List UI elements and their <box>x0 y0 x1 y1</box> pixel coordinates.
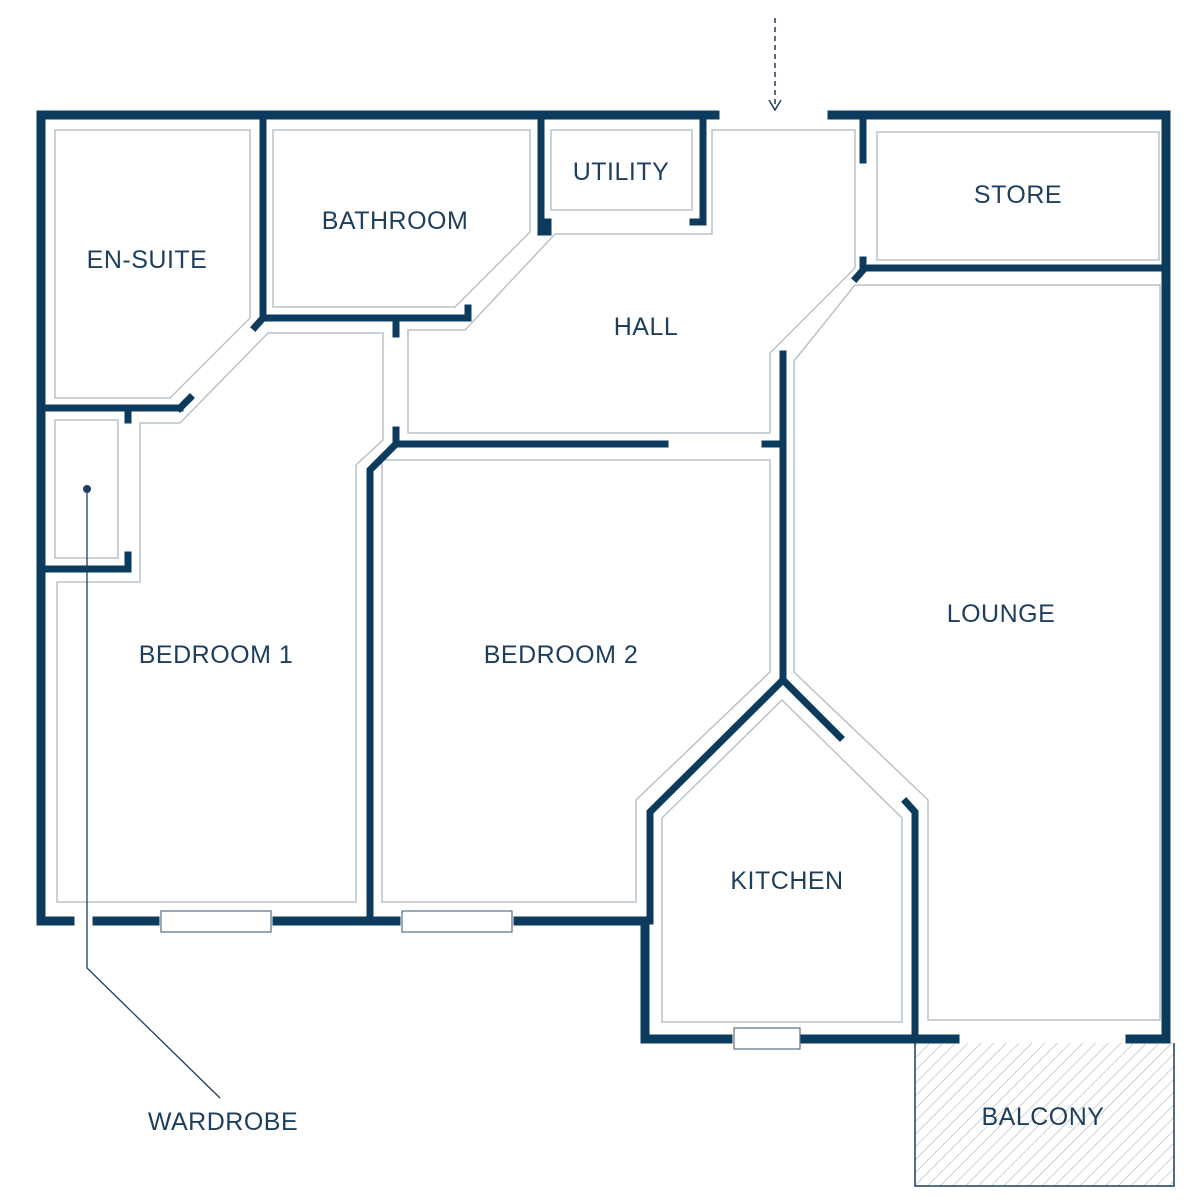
wardrobe-leader-line <box>83 485 221 1099</box>
window-bedroom-1 <box>160 910 272 933</box>
windows <box>160 910 801 1050</box>
label-lounge: LOUNGE <box>947 600 1056 628</box>
room-inner-outlines <box>54 129 1161 1023</box>
walls <box>36 110 1171 1044</box>
room-labels: EN-SUITE BATHROOM UTILITY STORE HALL BED… <box>87 158 1105 1136</box>
label-store: STORE <box>974 181 1062 209</box>
label-bedroom-1: BEDROOM 1 <box>139 641 294 669</box>
label-bathroom: BATHROOM <box>322 207 469 235</box>
window-bedroom-2 <box>401 910 513 933</box>
label-wardrobe: WARDROBE <box>148 1108 298 1136</box>
label-balcony: BALCONY <box>982 1103 1105 1131</box>
window-kitchen <box>733 1027 801 1050</box>
label-bedroom-2: BEDROOM 2 <box>484 641 639 669</box>
label-kitchen: KITCHEN <box>730 867 843 895</box>
label-en-suite: EN-SUITE <box>87 246 208 274</box>
label-utility: UTILITY <box>573 158 670 186</box>
dashed-arrow-down-icon <box>768 18 782 112</box>
label-hall: HALL <box>614 313 679 341</box>
balcony-area <box>914 1043 1175 1187</box>
